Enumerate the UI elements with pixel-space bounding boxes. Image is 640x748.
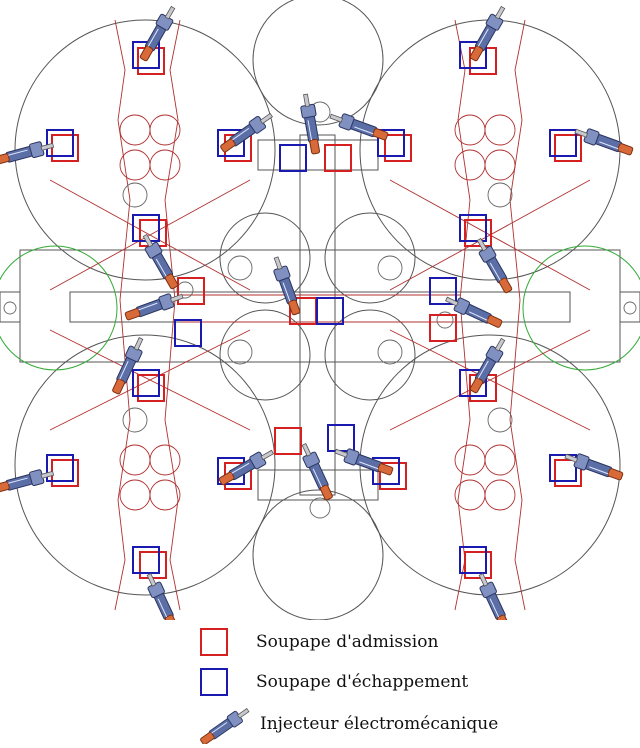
gear-circles (3, 101, 637, 519)
cylinder-bottom-left (14, 334, 276, 596)
injector-icon (200, 704, 253, 744)
cylinder-outlines (0, 0, 640, 620)
chamber-lower-left (219, 309, 311, 401)
exhaust-valve-swatch (200, 668, 228, 696)
legend-exhaust-valve: Soupape d'échappement (200, 662, 468, 702)
chamber-lower-right (324, 309, 416, 401)
intake-valve-swatch (200, 628, 228, 656)
legend-injector-label: Injecteur électromécanique (260, 714, 499, 734)
legend-intake-valve: Soupape d'admission (200, 622, 438, 662)
side-circles (0, 245, 640, 371)
chamber-top-center (252, 0, 384, 126)
chamber-bottom-center (252, 489, 384, 620)
legend: Soupape d'admission Soupape d'échappemen… (0, 610, 640, 748)
legend-exhaust-label: Soupape d'échappement (256, 672, 469, 692)
chamber-middle-left (219, 212, 311, 304)
crank-shaft (19, 249, 621, 363)
chamber-middle-right (324, 212, 416, 304)
legend-injector: Injecteur électromécanique (200, 704, 498, 744)
legend-intake-label: Soupape d'admission (256, 632, 439, 652)
engine-layout-diagram (0, 0, 640, 620)
